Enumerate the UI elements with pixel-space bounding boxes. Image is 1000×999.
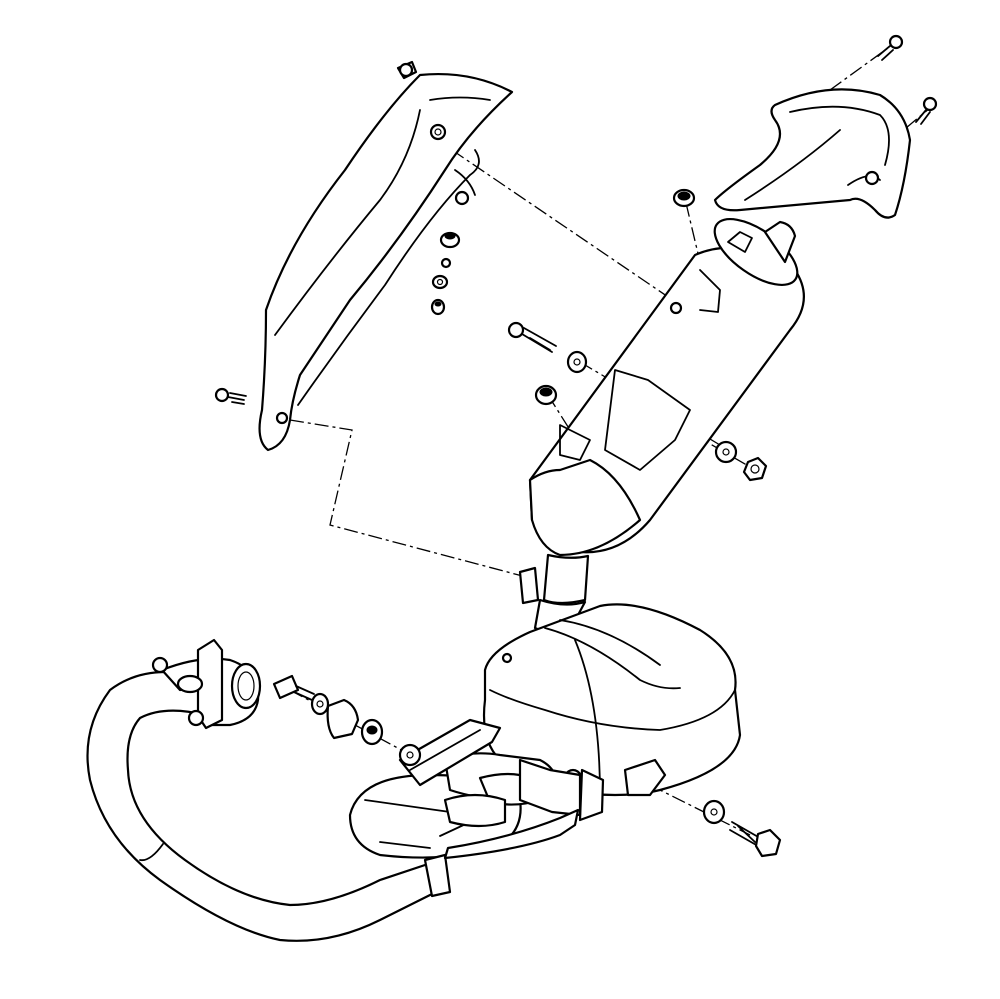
main-muffler-box: [482, 603, 742, 797]
muffler-bolt-right: [702, 799, 782, 858]
grommet-stack: [430, 231, 461, 316]
pipe-clamp: [398, 718, 502, 787]
rear-shield-screw-2: [915, 96, 938, 125]
front-heat-shield: [258, 72, 514, 452]
rear-muffler: [528, 217, 805, 634]
muffler-nut-right: [714, 440, 768, 482]
header-flange: [151, 638, 262, 730]
front-shield-screw-left: [214, 387, 247, 405]
grommet-upper: [672, 188, 696, 208]
exhaust-mount-spacer: [272, 674, 422, 767]
link-pipe: [518, 758, 582, 817]
grommet-mid: [534, 384, 558, 406]
front-shield-screw-top: [396, 60, 418, 80]
header-pipe: [86, 670, 580, 942]
mount-bracket-stud: [518, 566, 540, 605]
muffler-mount-bolt: [507, 321, 588, 374]
rear-heat-shield: [713, 88, 912, 219]
rear-shield-screw-1: [877, 34, 904, 61]
